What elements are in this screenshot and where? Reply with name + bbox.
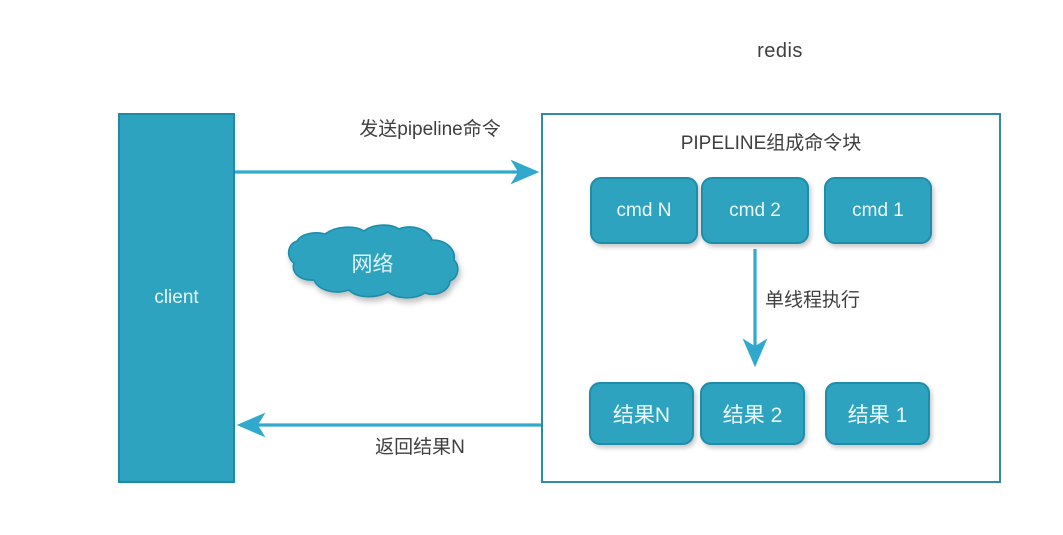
result-chip: 结果N — [589, 382, 694, 445]
command-chip: cmd 2 — [701, 177, 809, 244]
network-label: 网络 — [351, 253, 394, 276]
command-chip: cmd N — [590, 177, 698, 244]
pipeline-heading: PIPELINE组成命令块 — [680, 133, 862, 154]
redis-title: redis — [757, 40, 803, 62]
return-arrow-label: 返回结果N — [375, 437, 465, 458]
execute-arrow-label: 单线程执行 — [765, 290, 861, 311]
command-chip: cmd 1 — [824, 177, 932, 244]
send-arrow-label: 发送pipeline命令 — [359, 119, 501, 140]
result-chip: 结果 1 — [825, 382, 930, 445]
client-label: client — [154, 287, 199, 308]
client-box: client — [118, 113, 235, 483]
result-chip: 结果 2 — [700, 382, 805, 445]
